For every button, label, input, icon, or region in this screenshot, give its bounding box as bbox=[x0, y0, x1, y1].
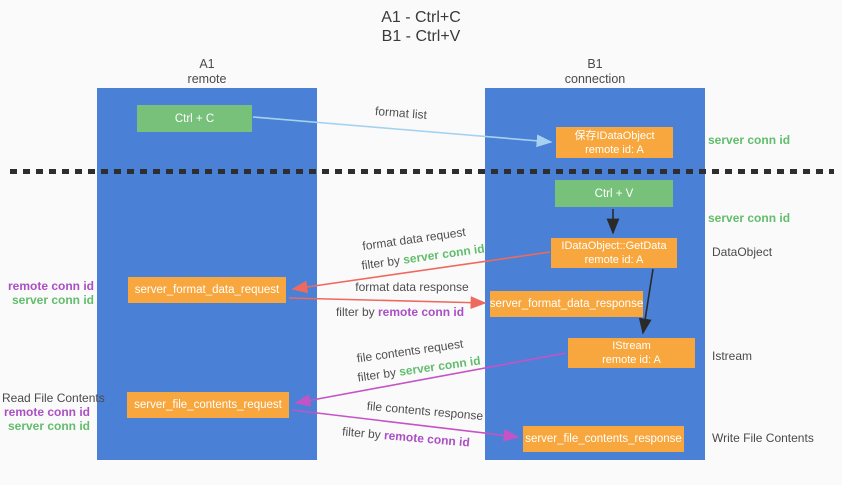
node-server-format-data-response: server_format_data_response bbox=[490, 291, 643, 317]
node-server-format-data-request: server_format_data_request bbox=[128, 277, 286, 303]
annotation-remote-conn-id-left2: remote conn id bbox=[3, 405, 90, 419]
lane-a1-title: A1 bbox=[199, 57, 215, 71]
annotation-dataobject: DataObject bbox=[712, 245, 773, 259]
node-ctrl-c: Ctrl + C bbox=[137, 105, 252, 132]
node-file-request-label: server_file_contents_request bbox=[134, 399, 282, 411]
label-filter-by-remote-conn-id-2: filter by remote conn id bbox=[342, 424, 471, 449]
node-istream-line1: IStream bbox=[612, 340, 651, 352]
filter-by-text: filter by bbox=[356, 365, 397, 385]
node-ctrl-v: Ctrl + V bbox=[555, 180, 673, 207]
node-format-response-label: server_format_data_response bbox=[489, 298, 644, 310]
diagram-title: A1 - Ctrl+C B1 - Ctrl+V bbox=[0, 8, 842, 46]
lane-b1-subtitle: connection bbox=[564, 72, 626, 86]
lane-header-b1: B1 connection bbox=[485, 57, 705, 87]
lane-b1-title: B1 bbox=[587, 57, 603, 71]
annotation-istream: Istream bbox=[712, 349, 753, 363]
annotation-server-conn-id-top: server conn id bbox=[708, 133, 791, 147]
node-istream-line2: remote id: A bbox=[602, 354, 661, 366]
lane-header-a1: A1 remote bbox=[97, 57, 317, 87]
annotation-remote-conn-id-left1: remote conn id bbox=[7, 279, 94, 293]
annotation-read-file-contents: Read File Contents bbox=[2, 391, 105, 405]
node-save-idataobject: 保存IDataObject remote id: A bbox=[556, 127, 673, 158]
node-file-response-label: server_file_contents_response bbox=[525, 433, 682, 445]
label-filter-by-remote-conn-id-1: filter by remote conn id bbox=[336, 305, 464, 319]
node-idataobject-getdata: IDataObject::GetData remote id: A bbox=[551, 238, 677, 268]
filter-by-text: filter by bbox=[341, 424, 382, 442]
node-ctrl-v-label: Ctrl + V bbox=[594, 187, 634, 200]
arrow-format-data-response bbox=[288, 296, 487, 310]
node-save-idataobject-line2: remote id: A bbox=[585, 143, 644, 156]
node-getdata-line1: IDataObject::GetData bbox=[561, 240, 667, 252]
filter-by-text: filter by bbox=[360, 253, 401, 273]
remote-conn-id-text: remote conn id bbox=[383, 428, 471, 450]
annotation-write-file-contents: Write File Contents bbox=[712, 431, 814, 445]
annotation-server-conn-id-left1: server conn id bbox=[11, 293, 94, 307]
node-getdata-line2: remote id: A bbox=[584, 254, 644, 266]
node-format-request-label: server_format_data_request bbox=[134, 284, 280, 296]
label-file-contents-response: file contents response bbox=[366, 398, 484, 424]
annotation-server-conn-id-mid: server conn id bbox=[708, 211, 791, 225]
label-format-data-response: format data response bbox=[355, 280, 469, 294]
lane-a1-subtitle: remote bbox=[187, 72, 227, 86]
node-server-file-contents-request: server_file_contents_request bbox=[127, 392, 289, 418]
node-server-file-contents-response: server_file_contents_response bbox=[523, 426, 684, 452]
machine-boundary-dashed-line bbox=[10, 169, 834, 174]
node-istream: IStream remote id: A bbox=[568, 338, 695, 368]
title-line-1: A1 - Ctrl+C bbox=[381, 9, 461, 26]
title-line-2: B1 - Ctrl+V bbox=[381, 28, 461, 45]
annotation-server-conn-id-left2: server conn id bbox=[7, 419, 90, 433]
node-ctrl-c-label: Ctrl + C bbox=[174, 112, 215, 125]
node-save-idataobject-line1: 保存IDataObject bbox=[574, 129, 655, 142]
label-format-list: format list bbox=[374, 103, 428, 123]
filter-by-text: filter by bbox=[335, 305, 375, 319]
remote-conn-id-text: remote conn id bbox=[378, 305, 465, 319]
